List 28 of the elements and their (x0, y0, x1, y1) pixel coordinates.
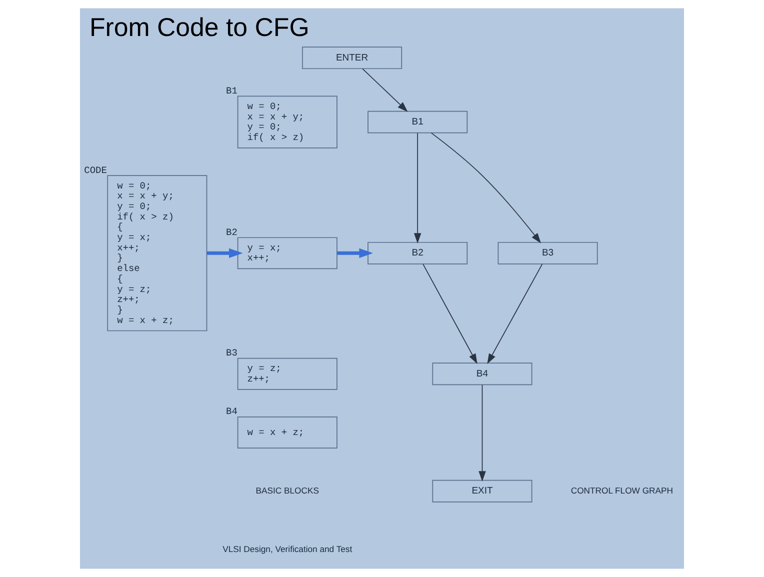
node-label: B2 (226, 226, 238, 238)
node-box: EXIT (432, 480, 532, 502)
node-label: CODE (84, 164, 107, 176)
node-box: y = z; z++; (237, 358, 338, 390)
label: BASIC BLOCKS (256, 485, 319, 496)
node-label: B1 (226, 85, 238, 96)
node-box: ENTER (302, 46, 402, 70)
arrow (487, 264, 543, 364)
arrow (362, 68, 408, 112)
arrow (430, 132, 542, 244)
node-box: w = 0; x = x + y; y = 0; if( x > z) (237, 96, 338, 148)
diagram-title: From Code to CFG (89, 14, 310, 42)
node-box: w = x + z; (237, 416, 338, 448)
node-box: y = x; x++; (237, 237, 338, 270)
arrow (336, 248, 374, 258)
arrow (206, 248, 243, 258)
node-label: B3 (226, 348, 238, 359)
arrow (414, 132, 422, 244)
node-box: w = 0; x = x + y; y = 0; if( x > z) { y = x; x++; } else { y = z; z++; } w = x + z; (107, 175, 208, 332)
arrow (478, 384, 486, 482)
node-box: B2 (368, 242, 468, 264)
arrow (422, 264, 478, 364)
node-box: B4 (432, 362, 532, 386)
node-box: B3 (498, 242, 598, 264)
node-box: B1 (368, 110, 468, 134)
node-label: B4 (226, 406, 238, 418)
label: CONTROL FLOW GRAPH (570, 485, 673, 496)
label: VLSI Design, Verification and Test (222, 544, 352, 554)
